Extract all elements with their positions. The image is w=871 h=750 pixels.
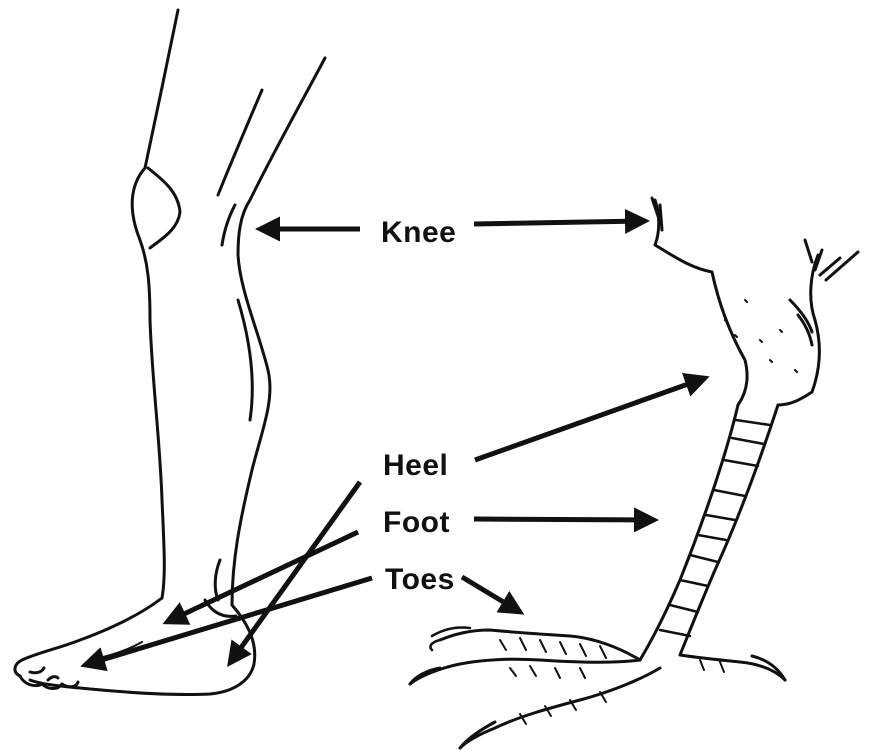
toes-arrow-bird — [462, 577, 520, 612]
toes-label: Toes — [385, 565, 455, 595]
foot-label: Foot — [383, 508, 450, 538]
arrows — [85, 221, 705, 665]
heel-arrow-bird — [475, 378, 705, 460]
knee-arrow-bird — [474, 221, 645, 224]
foot-arrow-human — [167, 532, 358, 622]
heel-label: Heel — [383, 451, 448, 481]
bird-leg-illustration — [410, 198, 858, 748]
knee-label: Knee — [381, 218, 456, 248]
heel-arrow-human — [230, 482, 360, 663]
foot-arrow-bird — [474, 519, 654, 520]
